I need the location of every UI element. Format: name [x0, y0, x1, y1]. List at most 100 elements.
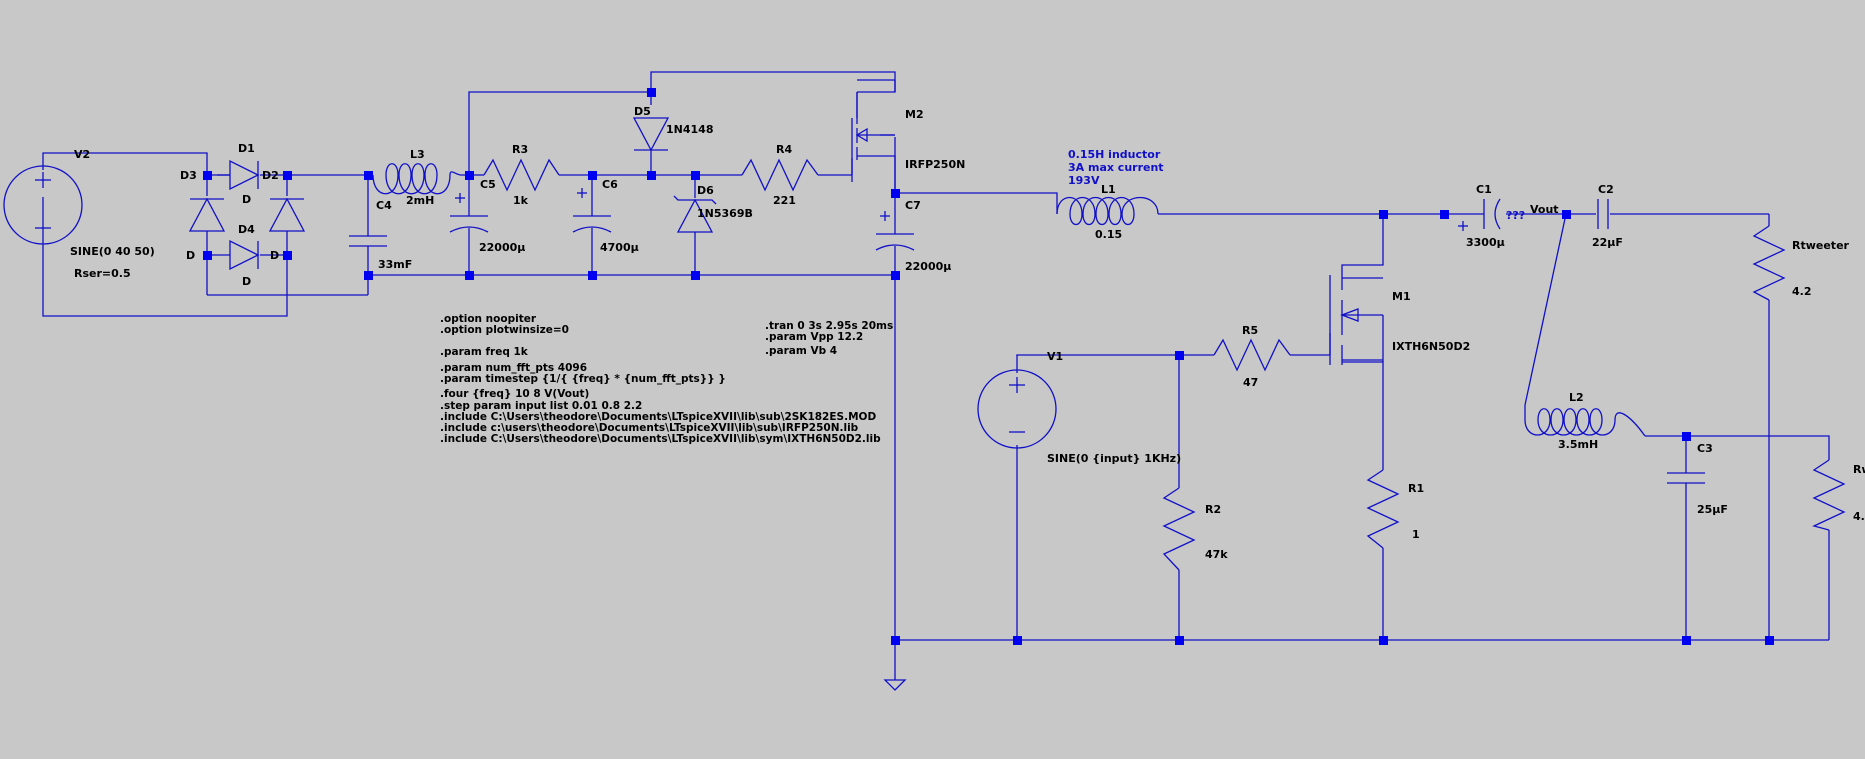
resistor-r5[interactable] — [1213, 338, 1291, 372]
c3-value: 25µF — [1697, 503, 1728, 516]
d1-name: D1 — [238, 142, 255, 155]
d6-name: D6 — [697, 184, 714, 197]
junctions — [203, 88, 1774, 645]
diode-d1[interactable] — [217, 159, 260, 191]
m2-model: IRFP250N — [905, 158, 965, 171]
r4-name: R4 — [776, 143, 792, 156]
capacitor-c3[interactable] — [1667, 472, 1705, 484]
r2-name: R2 — [1205, 503, 1221, 516]
rtweeter-name: Rtweeter — [1792, 239, 1850, 252]
d1-model: D — [242, 193, 251, 206]
d4-model: D — [242, 275, 251, 288]
diode-d3[interactable] — [188, 197, 226, 232]
voltage-source-circle-icon — [977, 369, 1057, 449]
voltage-source-v1[interactable] — [977, 369, 1057, 449]
l1-name: L1 — [1101, 183, 1116, 196]
capacitor-c1[interactable] — [1458, 198, 1501, 231]
c1-value: 3300µ — [1466, 236, 1505, 249]
c3-name: C3 — [1697, 442, 1713, 455]
d3-model: D — [186, 249, 195, 262]
r1-name: R1 — [1408, 482, 1424, 495]
directive-line: .option noopiter — [440, 313, 537, 325]
voltage-source-circle-icon — [3, 165, 83, 245]
diode-d5[interactable] — [632, 117, 670, 152]
r5-name: R5 — [1242, 324, 1258, 337]
r4-value: 221 — [773, 194, 796, 207]
directive-line: .param Vb 4 — [765, 345, 837, 357]
resistor-rw[interactable] — [1812, 459, 1846, 531]
c5-name: C5 — [480, 178, 496, 191]
directive-line: .param timestep {1/{ {freq} * {num_fft_p… — [440, 373, 726, 385]
l3-value: 2mH — [406, 194, 434, 207]
diode-d4[interactable] — [229, 239, 260, 271]
directive-line: .include C:\Users\theodore\Documents\LTs… — [440, 411, 876, 423]
rw-value: 4. — [1853, 510, 1865, 523]
wires — [42, 71, 1830, 680]
m1-model: IXTH6N50D2 — [1392, 340, 1470, 353]
r1-value: 1 — [1412, 528, 1420, 541]
c2-name: C2 — [1598, 183, 1614, 196]
c2-value: 22µF — [1592, 236, 1623, 249]
c1-extra: ??? — [1506, 209, 1525, 222]
c7-name: C7 — [905, 199, 921, 212]
c1-name: C1 — [1476, 183, 1492, 196]
c4-name: C4 — [376, 199, 392, 212]
c7-value: 22000µ — [905, 260, 951, 273]
capacitor-c5[interactable] — [449, 193, 489, 233]
mosfet-m1[interactable] — [1329, 275, 1384, 365]
capacitor-c4[interactable] — [349, 235, 387, 247]
diode-d2[interactable] — [268, 197, 306, 232]
l1-note-2: 3A max current — [1068, 161, 1164, 174]
inductor-l1[interactable] — [1056, 197, 1159, 226]
directive-line: .param freq 1k — [440, 346, 529, 358]
mosfet-m2[interactable] — [851, 79, 896, 193]
directive-line: .include c:\users\theodore\Documents\LTs… — [440, 422, 859, 434]
inductor-l2[interactable] — [1524, 408, 1646, 437]
resistor-r3[interactable] — [483, 158, 560, 192]
d2-model: D — [270, 249, 279, 262]
l1-note-3: 193V — [1068, 174, 1100, 187]
c4-value: 33mF — [378, 258, 412, 271]
l2-value: 3.5mH — [1558, 438, 1598, 451]
rtweeter-value: 4.2 — [1792, 285, 1812, 298]
d6-model: 1N5369B — [697, 207, 753, 220]
v1-name: V1 — [1047, 350, 1063, 363]
d3-name: D3 — [180, 169, 197, 182]
directive-line: .step param input list 0.01 0.8 2.2 — [440, 400, 642, 412]
l2-name: L2 — [1569, 391, 1584, 404]
r5-value: 47 — [1243, 376, 1258, 389]
directive-line: .tran 0 3s 2.95s 20ms — [765, 320, 893, 332]
c5-value: 22000µ — [479, 241, 525, 254]
inductor-l3[interactable] — [372, 163, 462, 195]
capacitor-c6[interactable] — [572, 188, 612, 233]
ground-icon — [883, 679, 907, 691]
l3-name: L3 — [410, 148, 425, 161]
resistor-rtweeter[interactable] — [1752, 225, 1786, 301]
zener-diode-d6[interactable] — [673, 195, 717, 233]
voltage-source-v2[interactable] — [3, 165, 83, 245]
capacitor-c2[interactable] — [1597, 199, 1609, 229]
m2-name: M2 — [905, 108, 924, 121]
v2-name: V2 — [74, 148, 90, 161]
spice-directives-right[interactable]: .tran 0 3s 2.95s 20ms .param Vpp 12.2 .p… — [765, 320, 893, 357]
r3-value: 1k — [513, 194, 529, 207]
spice-directives-left[interactable]: .option noopiter .option plotwinsize=0 .… — [440, 313, 881, 445]
d4-name: D4 — [238, 223, 255, 236]
resistor-r1[interactable] — [1366, 469, 1400, 549]
c6-name: C6 — [602, 178, 618, 191]
vout-label: Vout — [1530, 203, 1559, 216]
resistor-r4[interactable] — [741, 158, 819, 192]
v2-rser: Rser=0.5 — [74, 267, 131, 280]
capacitor-c7[interactable] — [875, 211, 915, 251]
c6-value: 4700µ — [600, 241, 639, 254]
m1-name: M1 — [1392, 290, 1411, 303]
resistor-r2[interactable] — [1162, 487, 1196, 571]
directive-line: .param num_fft_pts 4096 — [440, 362, 587, 374]
directive-line: .option plotwinsize=0 — [440, 324, 569, 336]
component-labels: V2 SINE(0 40 50) Rser=0.5 D1 D D2 D D3 D… — [70, 105, 1865, 561]
l1-note-1: 0.15H inductor — [1068, 148, 1161, 161]
v2-value: SINE(0 40 50) — [70, 245, 155, 258]
directive-line: .include C:\Users\theodore\Documents\LTs… — [440, 433, 881, 445]
d5-model: 1N4148 — [666, 123, 713, 136]
